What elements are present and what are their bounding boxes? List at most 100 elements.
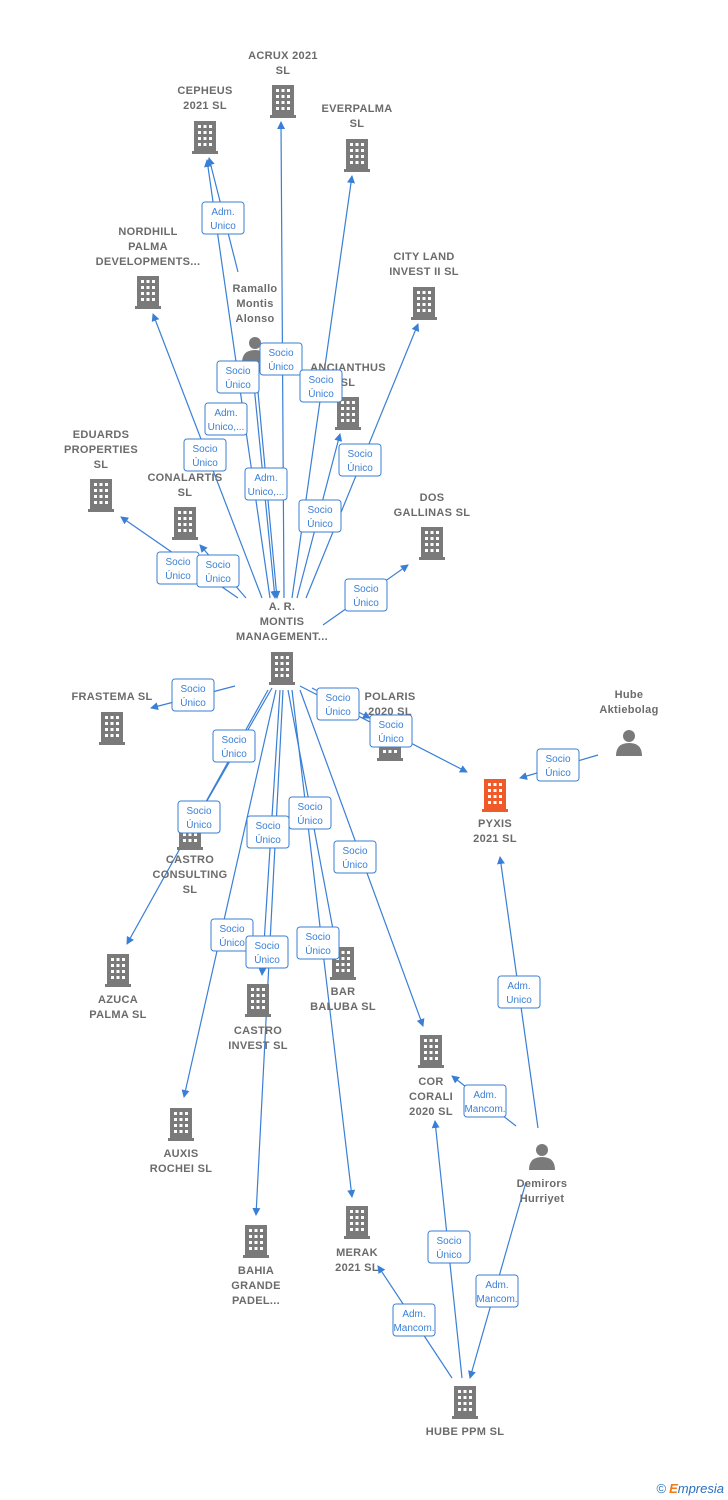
edge-label-line: Único xyxy=(545,766,571,779)
edge-label[interactable]: Adm.Mancom. xyxy=(475,1274,519,1308)
edge-label-line: Socio xyxy=(225,366,250,377)
node-label-line: ACRUX 2021 xyxy=(248,50,318,62)
edge-label[interactable]: Adm.Unico xyxy=(201,201,245,235)
node-label-line: HUBE PPM SL xyxy=(426,1426,504,1438)
edge-label-line: Mancom. xyxy=(464,1104,505,1115)
edge-label-line: Único xyxy=(342,858,368,871)
node-label-line: MERAK xyxy=(336,1247,378,1259)
edge-label[interactable]: Adm.Mancom. xyxy=(463,1084,507,1118)
edge-label-line: Único xyxy=(180,696,206,709)
building-icon xyxy=(411,287,437,320)
edge-label[interactable]: Adm.Mancom. xyxy=(392,1303,436,1337)
node-label-line: 2021 SL xyxy=(473,833,517,845)
building-icon xyxy=(168,1108,194,1141)
node-hubeppm[interactable]: HUBE PPM SL xyxy=(426,1386,504,1438)
edge-label-line: Socio xyxy=(221,735,246,746)
edge-label[interactable]: Adm.Unico xyxy=(497,975,541,1009)
node-label-line: CORALI xyxy=(409,1091,453,1103)
node-armontis[interactable]: A. R.MONTISMANAGEMENT... xyxy=(236,601,328,685)
node-nordhill[interactable]: NORDHILLPALMADEVELOPMENTS... xyxy=(96,226,201,309)
node-label-line: MANAGEMENT... xyxy=(236,631,328,643)
edge-label-line: Único xyxy=(297,814,323,827)
node-label-line: BAR xyxy=(331,986,356,998)
edge-label-line: Socio xyxy=(205,560,230,571)
node-label-line: AZUCA xyxy=(98,994,138,1006)
node-label-line: CONSULTING xyxy=(153,869,228,881)
node-label-line: PALMA xyxy=(128,241,168,253)
edge-label-line: Único xyxy=(353,596,379,609)
node-label-line: NORDHILL xyxy=(118,226,177,238)
edge-labels-layer: Adm.UnicoSocioÚnicoSocioÚnicoSocioÚnicoS… xyxy=(156,201,580,1337)
edge-label[interactable]: Adm.Unico,... xyxy=(204,402,248,436)
node-label-line: DOS xyxy=(420,492,445,504)
edge-label-line: Unico xyxy=(210,221,236,232)
edge-label-line: Socio xyxy=(378,720,403,731)
node-label-line: Ramallo xyxy=(233,283,278,295)
edge-label-line: Único xyxy=(268,360,294,373)
node-bahia[interactable]: BAHIAGRANDEPADEL... xyxy=(231,1225,280,1307)
node-label-line: COR xyxy=(418,1076,443,1088)
node-label-line: MONTIS xyxy=(260,616,305,628)
edge-label-line: Socio xyxy=(219,924,244,935)
edge-label-line: Mancom. xyxy=(393,1323,434,1334)
node-label-line: PADEL... xyxy=(232,1295,280,1307)
building-icon xyxy=(419,527,445,560)
node-label-line: INVEST SL xyxy=(228,1040,288,1052)
node-label-line: 2021 SL xyxy=(183,100,227,112)
edge-label-line: Único xyxy=(192,456,218,469)
edge-label-line: Único xyxy=(308,387,334,400)
building-icon xyxy=(344,139,370,172)
edge-label-line: Socio xyxy=(353,584,378,595)
node-label-line: Demirors xyxy=(517,1178,568,1190)
edge-label-line: Socio xyxy=(308,375,333,386)
node-label-line: SL xyxy=(94,459,109,471)
building-icon xyxy=(135,276,161,309)
edge-label[interactable]: Adm.Unico,... xyxy=(244,467,288,501)
node-label-line: Hurriyet xyxy=(520,1193,565,1205)
node-label-line: CONALARTIS xyxy=(147,472,222,484)
node-frastema[interactable]: FRASTEMA SL xyxy=(71,691,152,745)
building-icon xyxy=(245,984,271,1017)
